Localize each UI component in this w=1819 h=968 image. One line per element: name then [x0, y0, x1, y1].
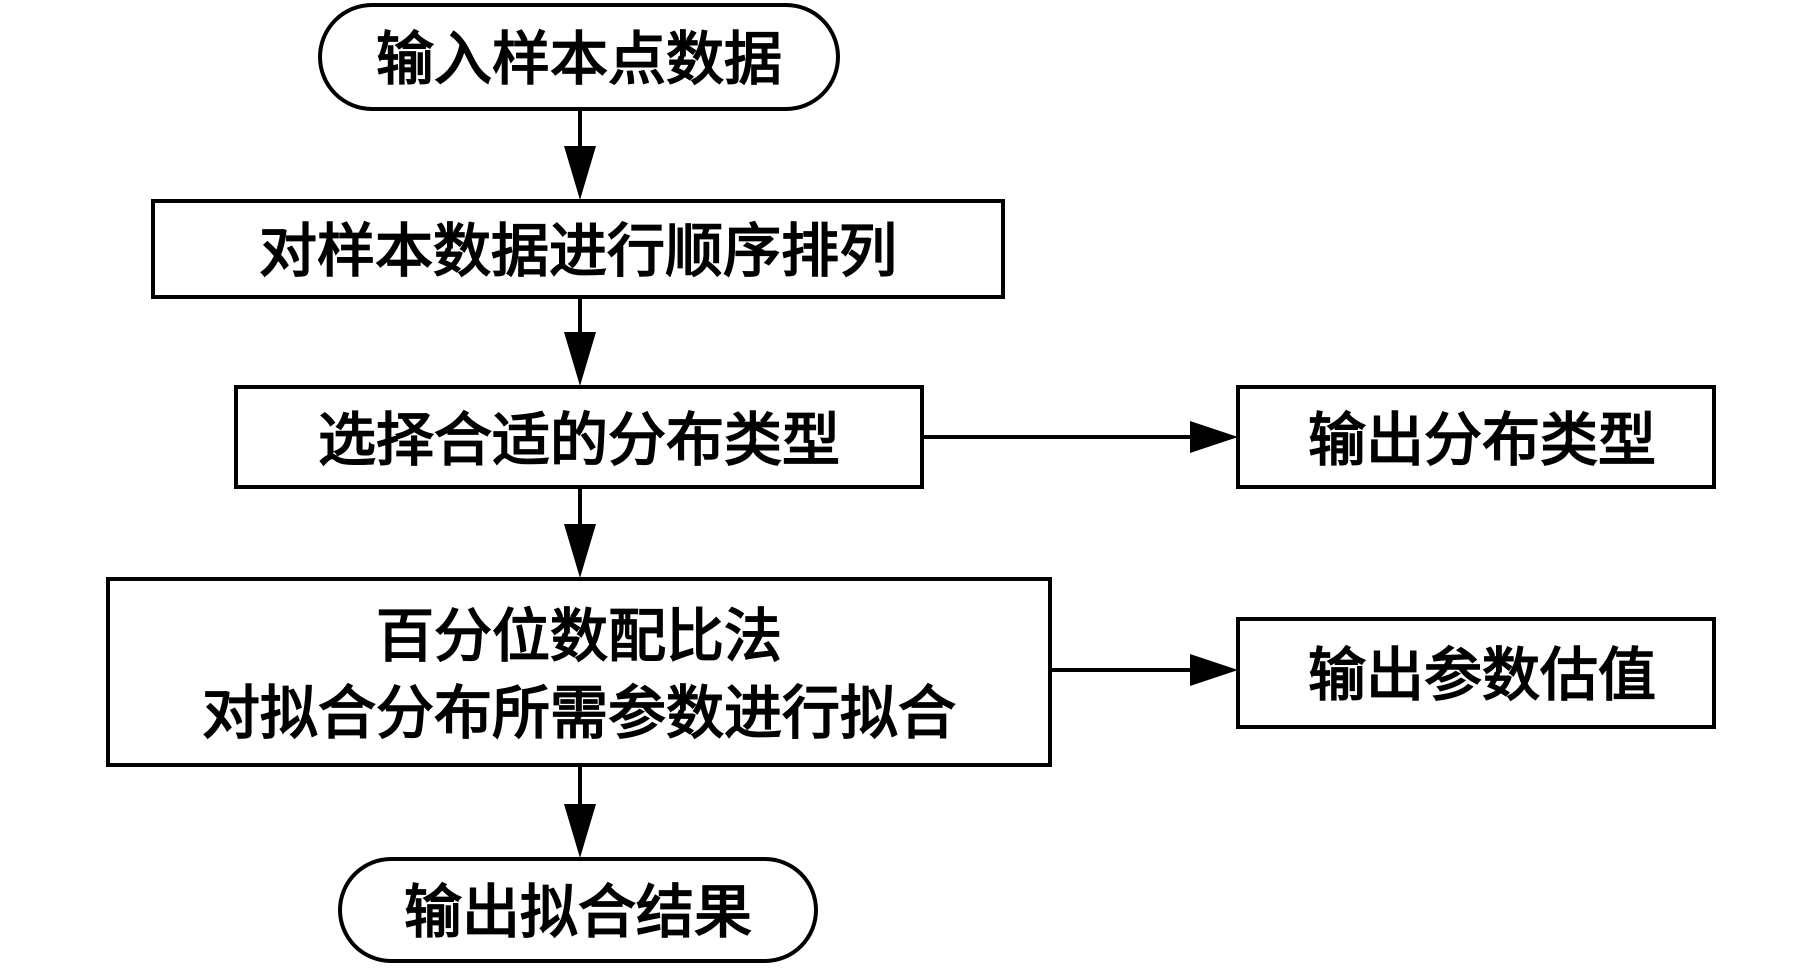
node-input-sample: 输入样本点数据: [318, 3, 840, 111]
node-label: 对样本数据进行顺序排列: [259, 217, 897, 285]
arrow-sort-to-select: [564, 332, 596, 386]
node-sort-data: 对样本数据进行顺序排列: [151, 199, 1005, 299]
arrow-percentile-to-output-result: [564, 804, 596, 858]
arrow-select-to-output-distribution: [1190, 421, 1238, 453]
process-shape: [106, 577, 1052, 767]
arrow-percentile-to-output-params: [1190, 654, 1238, 686]
node-label: 输入样本点数据: [376, 25, 782, 93]
node-output-result: 输出拟合结果: [338, 857, 818, 963]
node-percentile-fit: 百分位数配比法 对拟合分布所需参数进行拟合: [106, 577, 1052, 767]
node-label: 输出参数估值: [1308, 641, 1656, 709]
node-label: 输出拟合结果: [404, 878, 752, 946]
flowchart-edges: [564, 110, 1238, 858]
node-label: 选择合适的分布类型: [318, 406, 840, 474]
node-label-line1: 百分位数配比法: [376, 602, 782, 670]
node-select-distribution: 选择合适的分布类型: [234, 385, 924, 489]
terminal-shape: [338, 857, 818, 963]
process-shape: [151, 199, 1005, 299]
arrow-select-to-percentile: [564, 524, 596, 578]
node-label-line2: 对拟合分布所需参数进行拟合: [202, 679, 956, 747]
process-shape: [234, 385, 924, 489]
node-output-params: 输出参数估值: [1236, 617, 1716, 729]
node-output-distribution: 输出分布类型: [1236, 385, 1716, 489]
arrow-input-to-sort: [564, 146, 596, 200]
output-shape: [1236, 617, 1716, 729]
terminal-shape: [318, 3, 840, 111]
node-label: 输出分布类型: [1308, 406, 1656, 474]
output-shape: [1236, 385, 1716, 489]
